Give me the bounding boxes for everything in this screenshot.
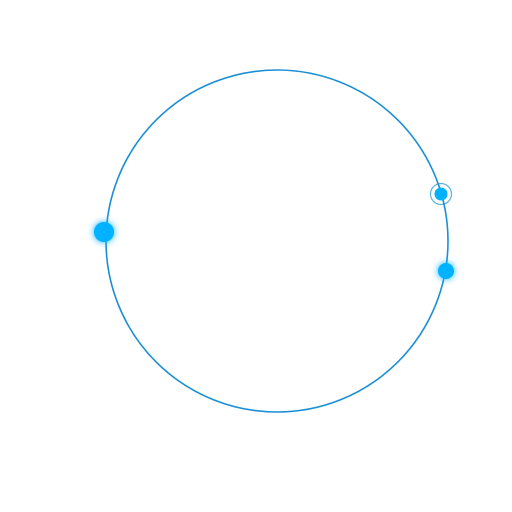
control-point-dot-icon bbox=[438, 263, 454, 279]
control-point-handle[interactable] bbox=[94, 222, 114, 242]
control-point-dot-icon bbox=[94, 222, 114, 242]
control-point-handle[interactable] bbox=[438, 263, 454, 279]
control-point-handle-active[interactable] bbox=[429, 182, 453, 206]
focus-ring-icon bbox=[429, 182, 453, 206]
control-point-dot-icon bbox=[434, 187, 448, 201]
circle-outline[interactable] bbox=[105, 69, 449, 413]
